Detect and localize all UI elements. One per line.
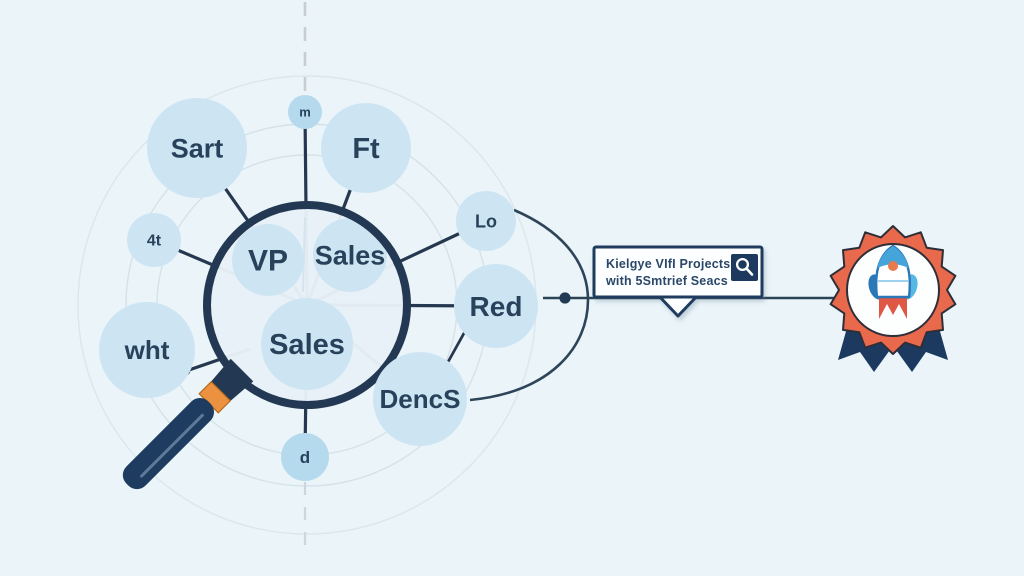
handle-highlight <box>140 413 204 478</box>
bubble-4t-label: 4t <box>147 233 162 250</box>
handle-grip <box>122 397 215 490</box>
bubble-wht <box>99 302 195 398</box>
award-badge <box>829 225 957 372</box>
bubble-m-label: m <box>299 105 311 120</box>
lens-bubble-sales-top <box>313 218 387 292</box>
lens-label-sales-bottom: Sales <box>269 329 345 361</box>
search-icon-handle <box>745 267 754 276</box>
search-box-frame <box>592 245 764 299</box>
search-icon[interactable] <box>731 254 758 281</box>
bubble-wht-label: wht <box>124 335 170 365</box>
bubble-ft-label: Ft <box>352 133 380 165</box>
search-box-text-line1: Kielgye VIfI Projects <box>606 257 730 271</box>
lens-bubbles: VP Sales Sales <box>232 218 387 390</box>
connector-curve-lo-dencs <box>469 208 590 402</box>
lens-bubble-vp <box>232 224 304 296</box>
bubble-dencs <box>373 352 467 446</box>
search-icon-lens <box>735 257 750 272</box>
bubble-lo-label: Lo <box>475 211 497 231</box>
rocket-flame <box>879 296 907 319</box>
lens-label-sales-top: Sales <box>315 240 386 270</box>
bubble-lo <box>456 191 516 251</box>
search-icon-bg <box>731 254 758 281</box>
magnifier-handle <box>122 358 254 490</box>
bubble-ft <box>321 103 411 193</box>
bubble-red <box>454 264 538 348</box>
lens-bubble-sales-bottom <box>261 298 353 390</box>
magnifier-rim <box>203 201 411 409</box>
bubble-dencs-label: DencS <box>380 384 461 414</box>
rocket-icon <box>868 244 918 319</box>
bubble-d-label: d <box>300 448 310 467</box>
bubble-red-label: Red <box>470 291 523 322</box>
bubble-m <box>288 95 322 129</box>
bubble-4t <box>127 213 181 267</box>
bubble-sart-label: Sart <box>171 133 224 163</box>
bubble-d <box>281 433 329 481</box>
bubble-sart <box>147 98 247 198</box>
glass-reflection-line <box>302 216 306 293</box>
rocket-window <box>888 261 898 271</box>
connector-node-dot <box>559 292 571 304</box>
search-result-box[interactable]: Kielgye VIfI Projects with 5Smtrief Seac… <box>592 245 764 318</box>
outer-bubbles: Sart m Ft 4t wht Lo Red DencS d <box>99 95 538 481</box>
lens-label-vp: VP <box>248 245 288 278</box>
rocket-nose <box>877 246 909 268</box>
search-box-text-line2: with 5Smtrief Seacs <box>605 274 728 288</box>
